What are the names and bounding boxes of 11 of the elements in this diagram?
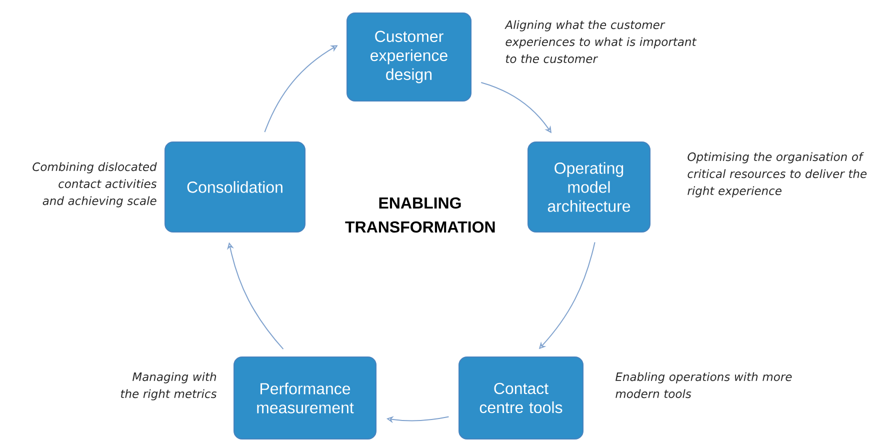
process-box: Operating model architecture [528, 142, 650, 232]
process-box: Performance measurement [234, 356, 376, 440]
description-text: Combining dislocated contact activities and achieving scale [32, 162, 157, 208]
description-text: Managing with the right metrics [120, 372, 217, 400]
description-text: Aligning what the customer experiences to what is important to the customer [504, 20, 697, 64]
description-text: Enabling operations with more modern tools [616, 372, 792, 398]
description-text: Optimising the organisation of critical resources to deliver the right experience [688, 152, 867, 198]
process-box: Consolidation [164, 142, 306, 232]
center-label: ENABLING TRANSFORMATION [345, 197, 495, 233]
process-box: Customer experience design [346, 12, 472, 102]
process-box: Contact centre tools [458, 356, 584, 440]
